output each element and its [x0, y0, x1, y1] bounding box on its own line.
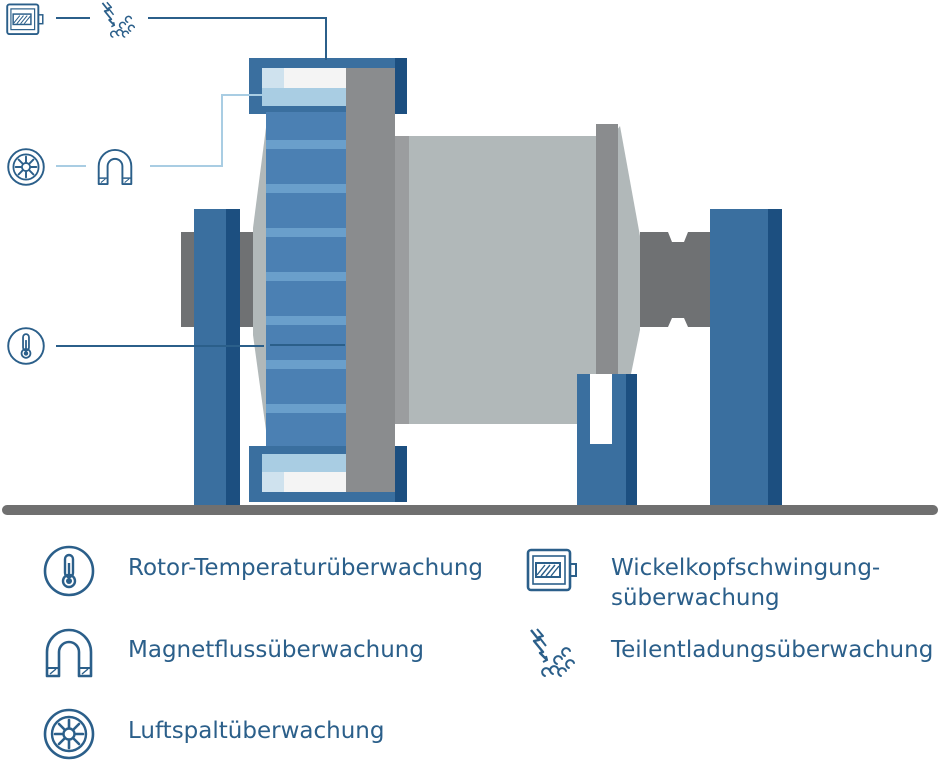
legend-rotor-temperature-label: Rotor-Temperaturüberwachung	[128, 555, 483, 581]
right-support-edge	[626, 374, 637, 505]
vibration-sensor-icon	[525, 544, 579, 598]
legend-rotor-temperature: Rotor-Temperaturüberwachung	[42, 544, 483, 598]
legend-partial-discharge-label: Teilentladungsüberwachung	[611, 637, 934, 663]
partial-discharge-icon	[525, 626, 579, 680]
right-pedestal-edge	[768, 209, 782, 505]
right-shaft	[640, 232, 712, 327]
legend-end-winding-vibration: Wickelkopfschwingung- süberwachung	[525, 544, 880, 613]
legend-magnetic-flux: Magnetflussüberwachung	[42, 626, 424, 680]
rotor-stripes	[266, 140, 346, 413]
magnet-pointer-icon	[97, 148, 133, 186]
stator-frame-bottom-edge	[395, 446, 407, 502]
air-gap-pointer-icon	[7, 148, 45, 186]
left-end-cone	[253, 112, 268, 445]
left-pedestal-edge	[226, 209, 240, 505]
rotor-wheel-icon	[42, 707, 96, 761]
pointer-lines-light	[56, 94, 266, 167]
pointer-lines	[56, 17, 345, 347]
thermometer-icon	[42, 544, 96, 598]
legend-air-gap-label: Luftspaltüberwachung	[128, 718, 385, 744]
right-pedestal	[710, 209, 768, 505]
stator-frame-bottom-tint	[262, 472, 284, 492]
ground-line	[2, 505, 938, 515]
right-flange	[596, 124, 618, 436]
left-pedestal	[194, 209, 226, 505]
thermometer-pointer-icon	[7, 327, 45, 365]
stator-frame-top-band	[262, 88, 346, 106]
magnet-icon	[42, 626, 96, 680]
stator-wall	[346, 68, 395, 492]
right-support-slot	[590, 374, 612, 440]
main-housing	[395, 136, 605, 424]
stator-frame-top-edge	[395, 58, 407, 114]
legend-partial-discharge: Teilentladungsüberwachung	[525, 626, 933, 680]
legend-magnetic-flux-label: Magnetflussüberwachung	[128, 637, 424, 663]
right-support	[577, 374, 637, 505]
legend-air-gap: Luftspaltüberwachung	[42, 707, 384, 761]
legend-end-winding-vibration-label: Wickelkopfschwingung- süberwachung	[611, 555, 881, 611]
stator-frame-top-tint	[262, 68, 284, 88]
housing-ring	[395, 136, 409, 424]
partial-discharge-pointer-icon	[101, 1, 136, 39]
stator-frame-bottom-band	[262, 454, 346, 472]
vibration-sensor-pointer-icon	[6, 3, 44, 36]
